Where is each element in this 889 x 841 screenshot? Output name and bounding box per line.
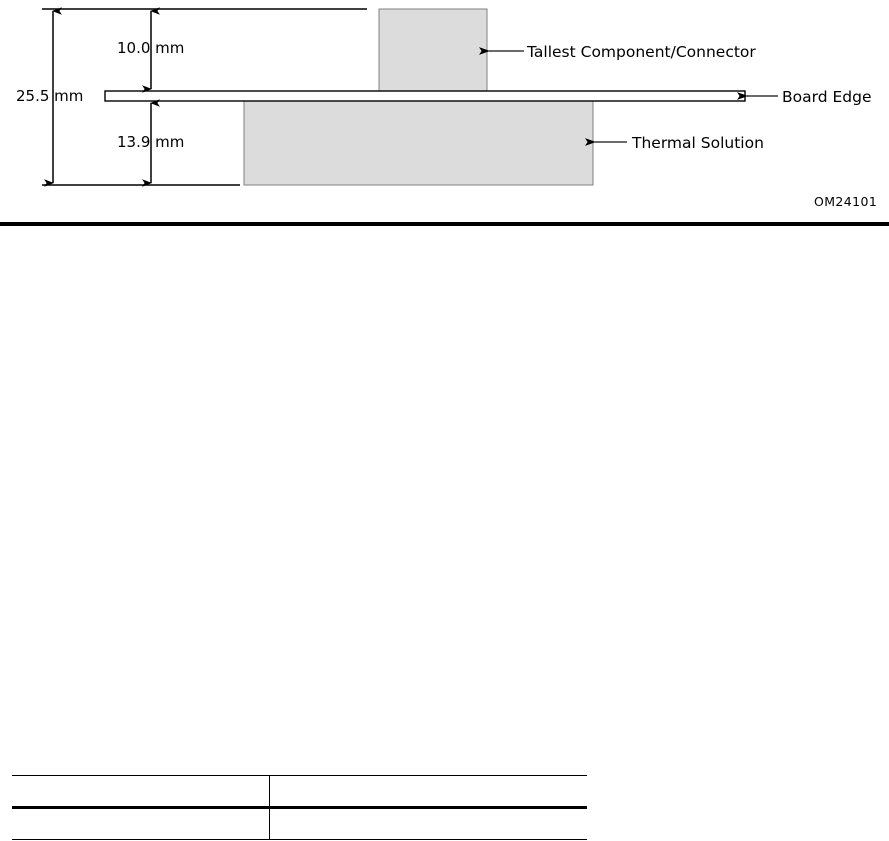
section-divider-rule bbox=[0, 222, 889, 226]
table-row bbox=[12, 807, 587, 840]
tallest-component-rect bbox=[378, 8, 488, 92]
thermal-solution-rect bbox=[243, 100, 594, 186]
table-cell bbox=[269, 807, 587, 840]
figure-drawing: 25.5 mm 10.0 mm 13.9 mm Tallest Componen… bbox=[16, 7, 877, 209]
table-cell bbox=[12, 807, 270, 840]
height-clearance-figure: 25.5 mm 10.0 mm 13.9 mm Tallest Componen… bbox=[0, 0, 889, 230]
dimension-label-overall: 25.5 mm bbox=[16, 87, 83, 105]
callout-label-thermal-solution: Thermal Solution bbox=[631, 134, 764, 152]
table-cell bbox=[269, 775, 587, 809]
figure-id-label: OM24101 bbox=[814, 194, 877, 209]
board-edge-bar bbox=[104, 90, 746, 102]
table-cell bbox=[12, 775, 270, 809]
dimension-label-above-board: 10.0 mm bbox=[117, 39, 184, 57]
bottom-table bbox=[12, 775, 587, 840]
dimension-label-below-board: 13.9 mm bbox=[117, 133, 184, 151]
callout-label-tallest-component: Tallest Component/Connector bbox=[526, 43, 756, 61]
table-row bbox=[12, 775, 587, 809]
callout-label-board-edge: Board Edge bbox=[782, 88, 872, 106]
